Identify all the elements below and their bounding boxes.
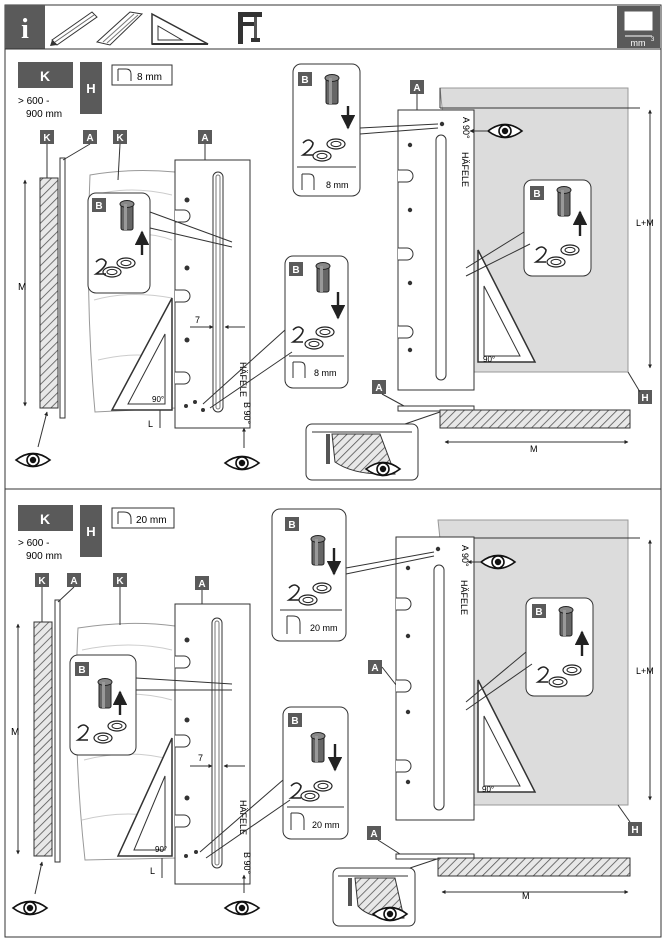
right-top-view: L+M A A 90° HÄFELE 90° A H — [271, 508, 654, 927]
svg-text:8 mm: 8 mm — [326, 180, 349, 190]
worktop-edge — [39, 177, 59, 409]
svg-text:A 90°: A 90° — [461, 117, 471, 139]
svg-text:A: A — [201, 133, 208, 144]
legend-k-h: K H > 600 - 900 mm 20 mm — [18, 505, 175, 562]
eye-icon — [15, 452, 51, 468]
section-8mm: K H > 600 - 900 mm 8 mm K A K A — [4, 48, 662, 490]
right-top-view: L+M A A 90° HÄFELE 90° A — [292, 63, 654, 481]
legend-k-label: K — [40, 68, 50, 84]
template-profile — [59, 157, 66, 419]
svg-text:B: B — [291, 716, 298, 727]
svg-text:A: A — [375, 383, 382, 394]
eye-icon — [224, 900, 260, 916]
svg-text:H: H — [641, 393, 648, 404]
svg-text:B: B — [301, 75, 308, 86]
set-square-icon — [151, 12, 209, 45]
callout-pin-down-top: B 20 mm — [271, 508, 435, 642]
svg-text:HÄFELE: HÄFELE — [460, 152, 470, 187]
svg-text:L+M: L+M — [636, 666, 654, 676]
svg-text:B 90°: B 90° — [242, 402, 252, 425]
pencil-icon — [50, 11, 98, 46]
svg-text:L: L — [150, 866, 155, 876]
eye-icon — [12, 900, 48, 916]
svg-text:K: K — [40, 511, 50, 527]
svg-text:L: L — [148, 419, 153, 429]
left-side-view: K A K A M — [11, 573, 349, 916]
edge-thickness-label: 8 mm — [137, 72, 162, 83]
svg-text:B: B — [533, 189, 540, 200]
svg-text:M: M — [18, 282, 26, 293]
svg-text:K: K — [43, 133, 51, 144]
svg-text:A: A — [86, 133, 93, 144]
svg-text:mm: mm — [631, 38, 646, 48]
svg-text:3: 3 — [651, 37, 655, 43]
unit-mm-icon: mm 3 — [617, 6, 660, 48]
svg-text:B: B — [292, 265, 299, 276]
svg-text:> 600 -: > 600 - — [18, 538, 49, 549]
svg-text:K: K — [38, 576, 46, 587]
legend-k-h: K H > 600 - 900 mm 8 mm — [18, 62, 173, 120]
svg-text:20 mm: 20 mm — [310, 623, 338, 633]
svg-text:90°: 90° — [483, 355, 495, 364]
svg-text:A: A — [371, 663, 378, 674]
svg-text:A: A — [413, 83, 420, 94]
svg-text:M: M — [530, 444, 538, 454]
clamp-icon — [238, 12, 262, 44]
svg-text:H: H — [631, 825, 638, 836]
callout-insert-pin-up: B — [69, 654, 233, 756]
svg-text:B: B — [535, 607, 542, 618]
svg-text:20 mm: 20 mm — [136, 515, 167, 526]
info-icon-bg — [5, 5, 45, 49]
legend-h-label: H — [86, 81, 95, 96]
boards-icon — [95, 11, 144, 46]
svg-text:B: B — [95, 201, 102, 212]
header-bar: i mm — [4, 4, 662, 50]
svg-text:M: M — [11, 727, 19, 738]
info-icon: i — [21, 14, 29, 45]
svg-text:20 mm: 20 mm — [312, 820, 340, 830]
callout-pin-down-top: B 8 mm — [292, 63, 439, 197]
svg-text:B 90°: B 90° — [242, 852, 252, 875]
svg-text:B: B — [78, 665, 85, 676]
eye-icon — [224, 455, 260, 471]
svg-text:90°: 90° — [155, 845, 167, 854]
svg-text:B: B — [288, 520, 295, 531]
svg-text:K: K — [116, 576, 124, 587]
edge-detail — [305, 411, 441, 481]
callout-insert-pin-down: B 20 mm — [199, 706, 349, 859]
callout-insert-pin-down: B 8 mm — [202, 255, 349, 409]
left-side-view: K A K A M — [15, 130, 349, 471]
svg-text:HÄFELE: HÄFELE — [238, 362, 248, 397]
svg-text:90°: 90° — [152, 395, 164, 404]
svg-text:7: 7 — [195, 315, 200, 325]
svg-text:A 90°: A 90° — [460, 545, 470, 567]
svg-text:K: K — [116, 133, 124, 144]
svg-text:8 mm: 8 mm — [314, 368, 337, 378]
svg-text:M: M — [522, 891, 530, 901]
svg-text:A: A — [70, 576, 77, 587]
svg-text:90°: 90° — [482, 785, 494, 794]
edge-detail — [332, 857, 441, 927]
range-text: 900 mm — [26, 109, 62, 120]
svg-text:A: A — [370, 829, 377, 840]
range-text: > 600 - — [18, 96, 49, 107]
svg-text:H: H — [86, 524, 95, 539]
svg-text:900 mm: 900 mm — [26, 551, 62, 562]
callout-pin-up-right: B — [465, 597, 594, 711]
callout-insert-pin-up: B — [87, 192, 233, 294]
svg-text:HÄFELE: HÄFELE — [238, 800, 248, 835]
svg-text:7: 7 — [198, 753, 203, 763]
svg-text:L+M: L+M — [636, 218, 654, 228]
svg-text:A: A — [198, 579, 205, 590]
svg-text:HÄFELE: HÄFELE — [459, 580, 469, 615]
callout-pin-up-right: B — [465, 179, 592, 277]
